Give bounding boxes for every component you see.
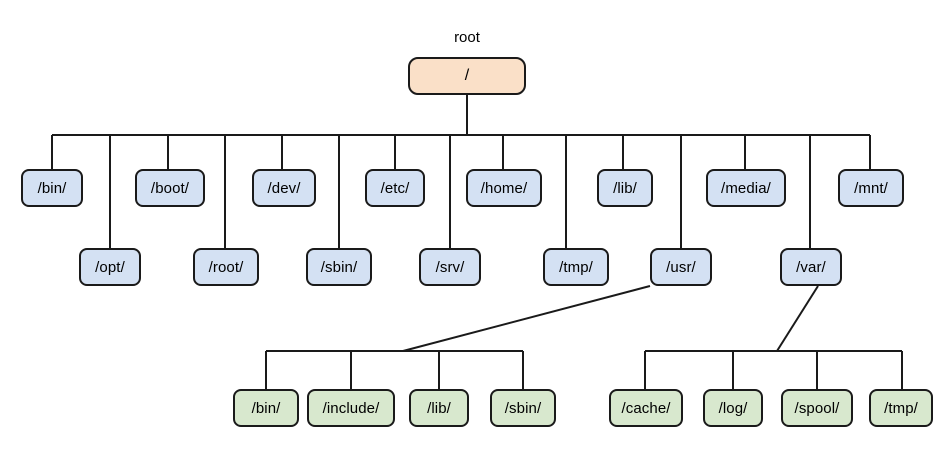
node-var-log[interactable]: /log/ bbox=[703, 389, 763, 427]
node-srv[interactable]: /srv/ bbox=[419, 248, 481, 286]
node-opt[interactable]: /opt/ bbox=[79, 248, 141, 286]
node-usr-bin[interactable]: /bin/ bbox=[233, 389, 299, 427]
node-root[interactable]: /root/ bbox=[193, 248, 259, 286]
node-var-tmp[interactable]: /tmp/ bbox=[869, 389, 933, 427]
node-sbin[interactable]: /sbin/ bbox=[306, 248, 372, 286]
node-bin[interactable]: /bin/ bbox=[21, 169, 83, 207]
node-boot[interactable]: /boot/ bbox=[135, 169, 205, 207]
node-root[interactable]: / bbox=[408, 57, 526, 95]
node-var-cache[interactable]: /cache/ bbox=[609, 389, 683, 427]
node-lib[interactable]: /lib/ bbox=[597, 169, 653, 207]
node-var[interactable]: /var/ bbox=[780, 248, 842, 286]
node-tmp[interactable]: /tmp/ bbox=[543, 248, 609, 286]
node-usr-sbin[interactable]: /sbin/ bbox=[490, 389, 556, 427]
node-usr-lib[interactable]: /lib/ bbox=[409, 389, 469, 427]
node-dev[interactable]: /dev/ bbox=[252, 169, 316, 207]
root-caption: root bbox=[454, 29, 480, 46]
node-mnt[interactable]: /mnt/ bbox=[838, 169, 904, 207]
node-usr[interactable]: /usr/ bbox=[650, 248, 712, 286]
node-etc[interactable]: /etc/ bbox=[365, 169, 425, 207]
node-media[interactable]: /media/ bbox=[706, 169, 786, 207]
node-usr-include[interactable]: /include/ bbox=[307, 389, 395, 427]
node-var-spool[interactable]: /spool/ bbox=[781, 389, 853, 427]
node-home[interactable]: /home/ bbox=[466, 169, 542, 207]
